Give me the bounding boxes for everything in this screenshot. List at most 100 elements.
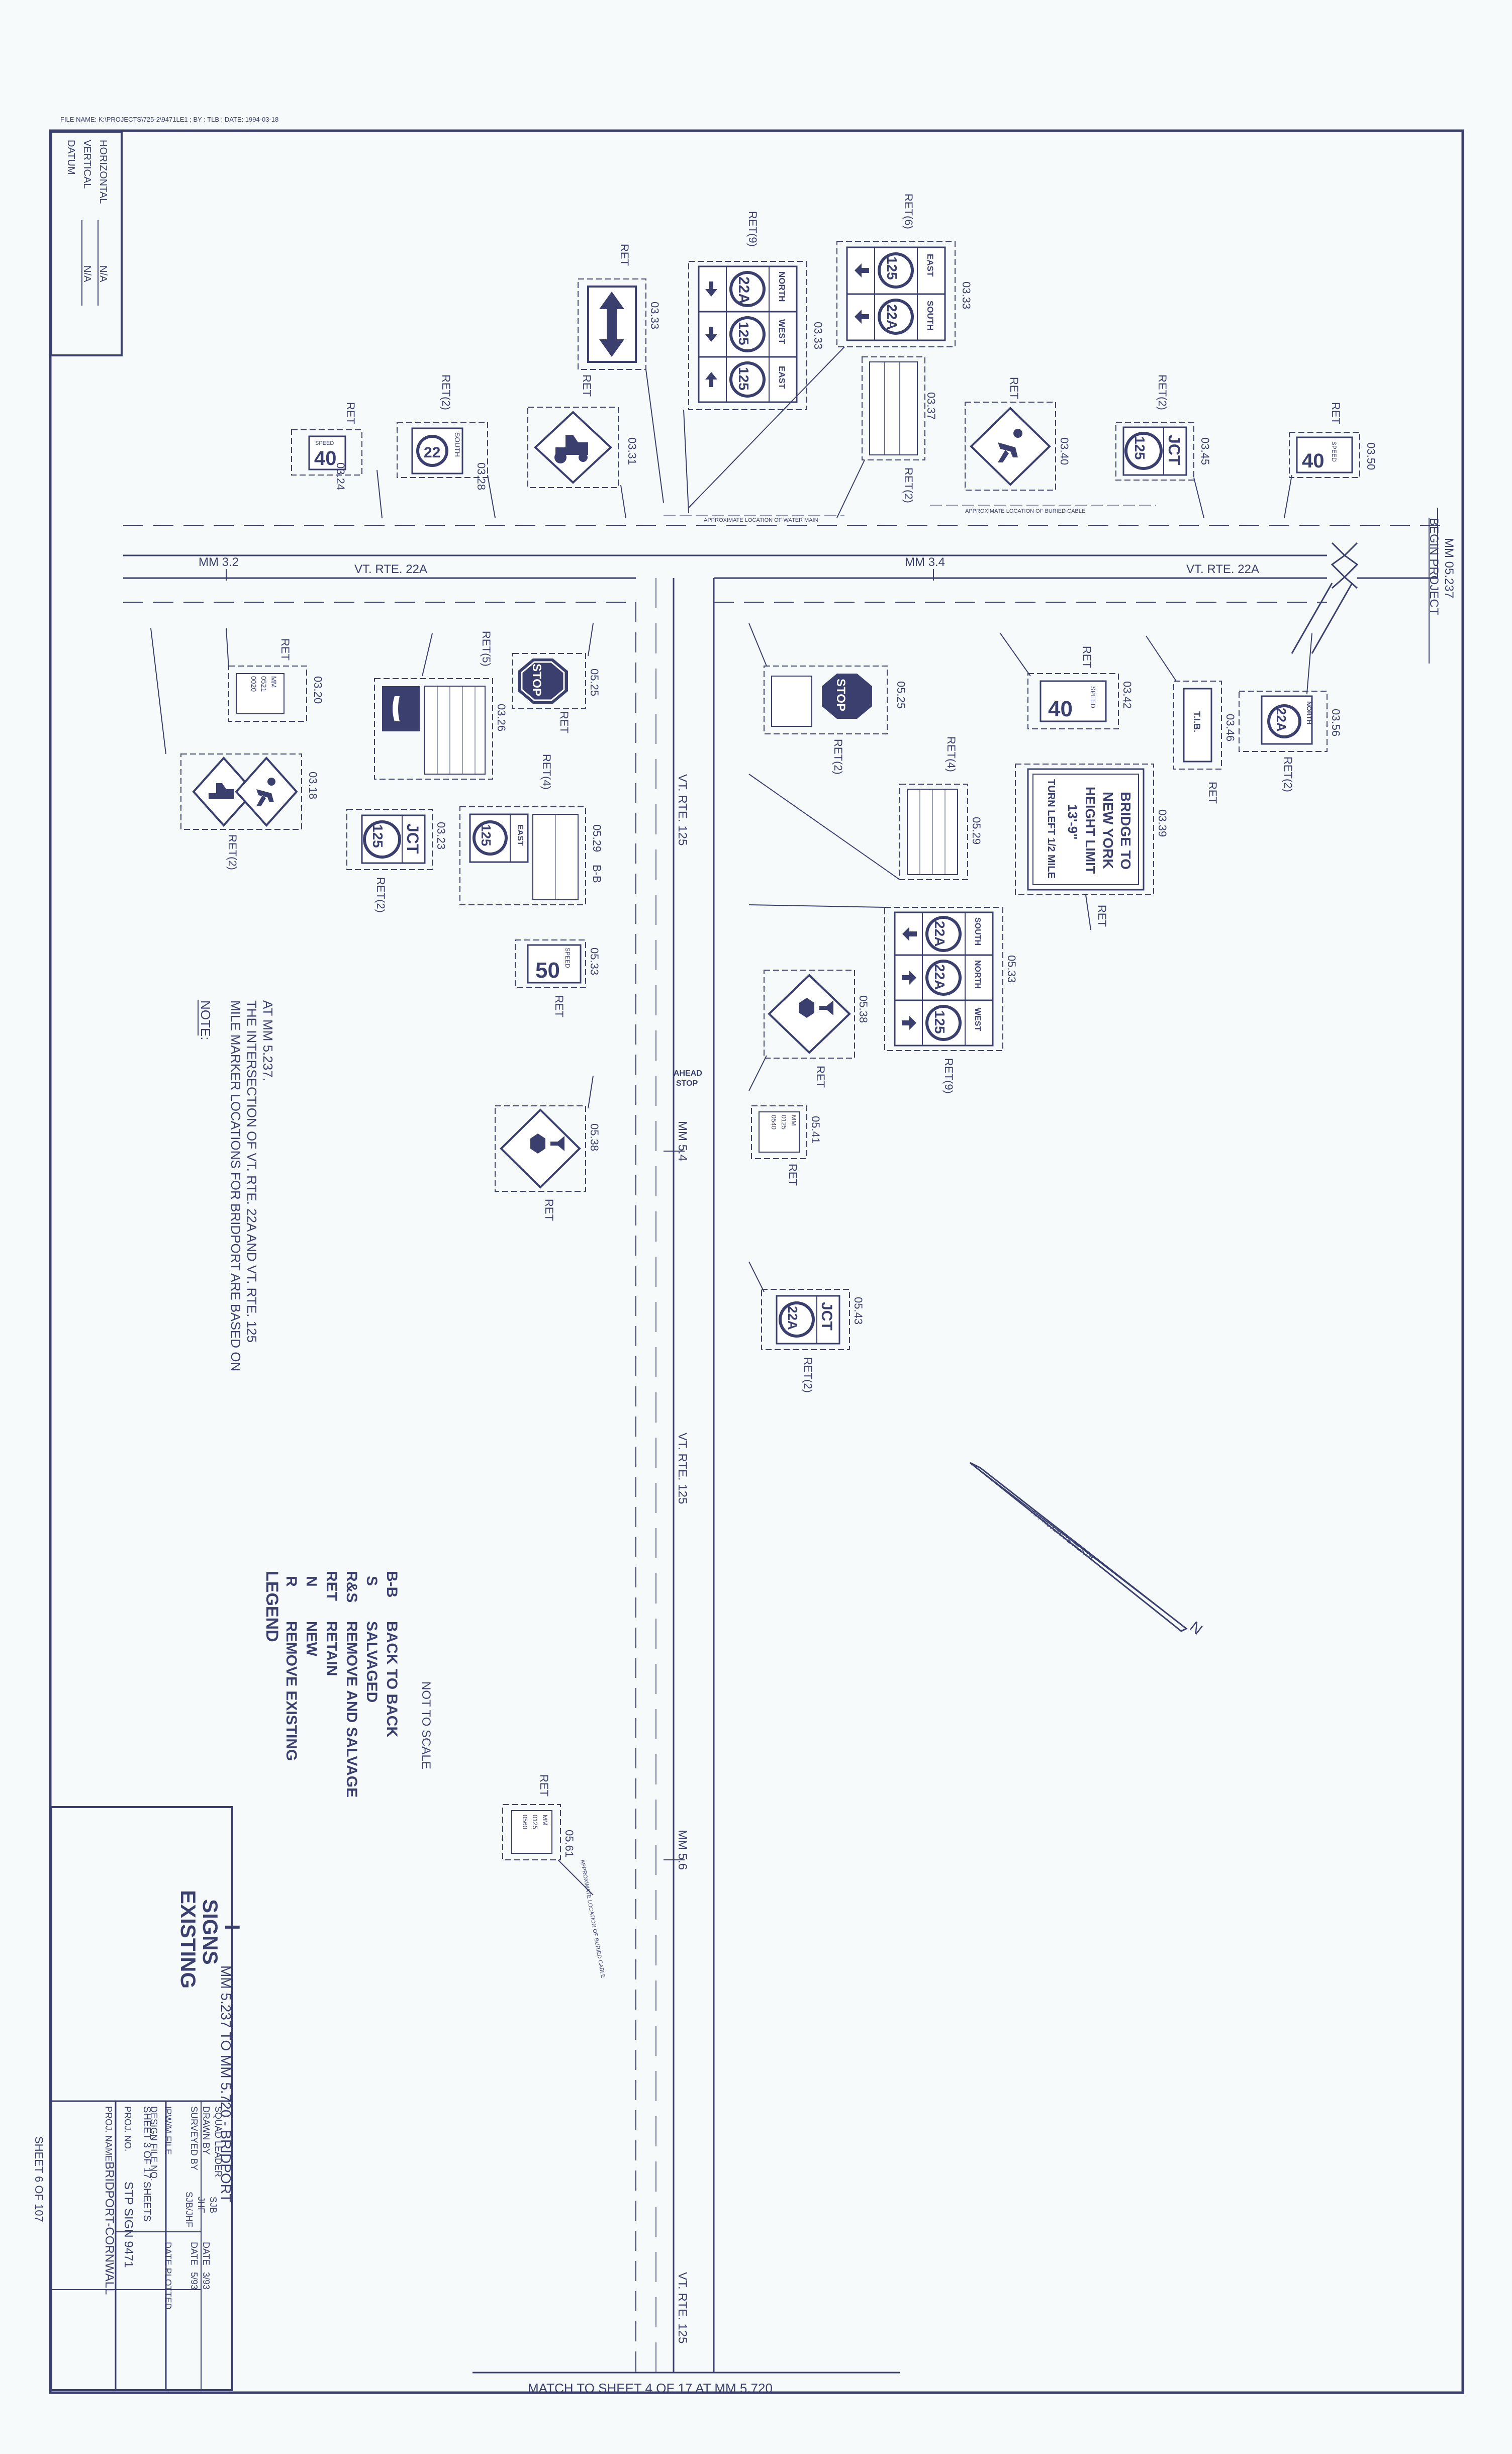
sign-status: RET(2) — [832, 739, 844, 775]
sign-mm: 03.50 — [1365, 442, 1377, 470]
ipwm-file-label: IPW/M FILE — [163, 2106, 173, 2155]
mm-milepost: 0560 — [521, 1815, 529, 1829]
sign-05-25-west: STOP 05.25 RET — [512, 623, 601, 733]
note-line-1: MILE MARKER LOCATIONS FOR BRIDPORT ARE B… — [228, 1000, 243, 1371]
mm-milepost: 0540 — [770, 1115, 778, 1129]
rte-22a-label-west: VT. RTE. 22A — [354, 562, 427, 576]
mm-route-number: 0521 — [260, 676, 268, 692]
sign-status: RET — [558, 711, 571, 733]
mm-label: MM — [541, 1815, 549, 1826]
direction-west: WEST — [777, 319, 787, 344]
route-125: 125 — [884, 256, 900, 280]
stop-sign-text: STOP — [530, 664, 543, 696]
rte-125-label-3: VT. RTE. 125 — [676, 2272, 689, 2343]
sign-status: RET — [1081, 646, 1093, 668]
sign-mm: 03.28 — [475, 462, 488, 490]
not-to-scale: NOT TO SCALE — [419, 1681, 433, 1769]
arrow-up-icon — [550, 1136, 564, 1151]
sign-mm: 03.18 — [307, 772, 319, 799]
direction-south: SOUTH — [925, 301, 935, 331]
sign-status: RET — [1008, 377, 1020, 399]
begin-project-mm: MM 05.237 — [1442, 538, 1456, 598]
sign-status: RET — [344, 402, 357, 424]
mm-label: MM — [270, 676, 278, 688]
sign-05-25-east: STOP 05.25 RET(2) — [748, 623, 907, 775]
sign-mm: 05.33 — [588, 948, 601, 975]
proj-name-label: PROJ. NAME — [104, 2106, 114, 2161]
sign-03-31: 03.31 RET — [527, 374, 638, 518]
sign-status: RET — [814, 1066, 827, 1088]
sign-status: RET(4) — [540, 754, 553, 790]
sign-status: RET(5) — [480, 631, 493, 667]
drawn-by-label: DRAWN BY — [201, 2106, 211, 2154]
title-line-1: EXISTING — [176, 1890, 200, 1989]
sign-status: RET — [538, 1774, 550, 1797]
buried-cable-note: APPROXIMATE LOCATION OF BURIED CABLE — [965, 508, 1085, 514]
sign-status: RET(2) — [1156, 374, 1169, 410]
note-block: NOTE: MILE MARKER LOCATIONS FOR BRIDPORT… — [198, 1000, 275, 1371]
sign-mm: 03.40 — [1058, 437, 1071, 465]
direction-east: EAST — [777, 366, 787, 389]
two-way-arrow-icon — [599, 292, 624, 357]
note-line-2: THE INTERSECTION OF VT. RTE. 22A AND VT.… — [244, 1000, 259, 1343]
sign-mm: 03.45 — [1199, 437, 1211, 465]
phone-icon — [393, 696, 400, 721]
sign-05-61: MM 0125 0560 05.61 RET — [502, 1774, 594, 1896]
sign-mm: 05.25 — [588, 669, 601, 696]
datum-vertical-value: N/A — [81, 265, 92, 282]
arrow-left-icon — [705, 372, 717, 387]
squad-leader-label: SQUAD LEADER — [213, 2106, 223, 2177]
sign-03-33-assembly-6: 125 22A EAST SOUTH 03.33 RET(6) — [688, 194, 973, 508]
bridge-sign-line2: NEW YORK — [1100, 792, 1116, 869]
legend-code-n: N — [303, 1576, 320, 1587]
sign-status: RET — [1096, 905, 1108, 927]
speed-limit-value: 50 — [535, 958, 560, 983]
sign-03-37: 03.37 RET(2) — [836, 356, 937, 518]
date-plotted-label: DATE PLOTTED — [163, 2242, 173, 2310]
stop-ahead-icon — [799, 998, 814, 1018]
sign-mm: 03.23 — [435, 822, 447, 850]
sign-05-29-east: 125 EAST 05.29 B-B RET(4) — [459, 754, 603, 905]
sign-status: RET(9) — [942, 1058, 955, 1094]
legend-desc-ret: RETAIN — [323, 1621, 340, 1676]
sign-mm: 03.26 — [495, 704, 508, 731]
sign-status: RET — [1206, 782, 1219, 804]
sign-mm: 05.61 — [563, 1830, 576, 1857]
datum-horizontal-value: N/A — [98, 265, 109, 282]
note-line-3: AT MM 5.237. — [260, 1000, 275, 1081]
direction-south: SOUTH — [973, 917, 982, 946]
sign-mm: 05.38 — [857, 995, 870, 1023]
sign-05-43: 22A JCT 05.43 RET(2) — [748, 1261, 865, 1393]
mile-marker-5-4: MM 5.4 — [676, 1121, 689, 1161]
drawing-border — [49, 129, 1464, 2394]
sign-status: RET(9) — [746, 211, 759, 247]
sign-status: RET(4) — [945, 736, 958, 772]
direction-west: WEST — [973, 1008, 982, 1031]
sign-mm: 05.33 — [1005, 955, 1018, 983]
rte-22a-label-east: VT. RTE. 22A — [1186, 562, 1259, 576]
mile-marker-3-4: MM 3.4 — [905, 555, 945, 569]
ahead-stop-pavement-1: AHEAD — [674, 1069, 702, 1078]
date-1-value: 5/93 — [189, 2272, 199, 2290]
sign-mm: 03.20 — [312, 676, 324, 704]
sign-status: RET — [581, 374, 593, 397]
project-range: MM 5.237 TO MM 5.720 - BRIDPORT — [218, 1965, 234, 2202]
datum-vertical-label: VERTICAL — [81, 140, 92, 188]
direction-east: EAST — [925, 254, 935, 277]
direction-east: EAST — [516, 824, 524, 846]
speed-limit-value: 40 — [1048, 697, 1073, 721]
sign-status: RET — [279, 638, 292, 660]
route-22a: 22A — [785, 1306, 800, 1330]
sign-mm: 05.38 — [588, 1123, 601, 1151]
sign-05-41: MM 0125 0540 05.41 RET — [751, 1105, 822, 1186]
datum-horizontal-label: HORIZONTAL — [98, 140, 109, 204]
legend-code-bb: B-B — [384, 1571, 400, 1597]
sign-05-33-assembly: 22A 22A 125 SOUTH NORTH WEST 05.33 RET(9… — [748, 904, 1018, 1094]
sign-status: RET(2) — [374, 877, 387, 913]
pedestrian-icon — [998, 429, 1022, 462]
date-2-label: DATE — [201, 2242, 211, 2266]
title-line-2: SIGNS — [199, 1899, 222, 1965]
route-22a: 22A — [884, 304, 900, 330]
bridge-sign-line3: HEIGHT LIMIT — [1083, 787, 1098, 874]
sign-mm: 03.56 — [1330, 709, 1342, 736]
